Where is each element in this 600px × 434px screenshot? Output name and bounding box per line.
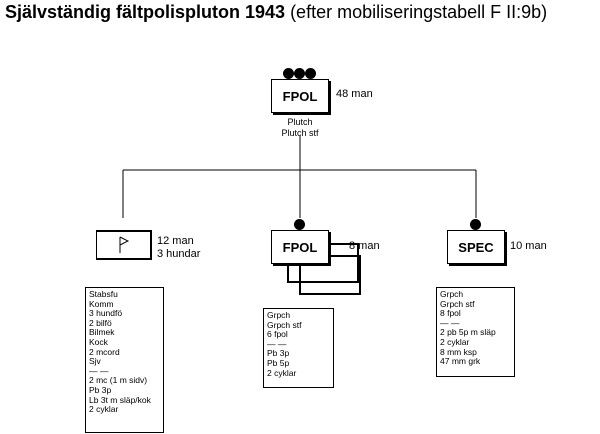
middle-unit-list: Grpch Grpch stf 6 fpol — — Pb 3p Pb 5p 2… [263, 308, 334, 388]
list-item: Pb 5p [267, 357, 290, 368]
list-item: Grpch stf [440, 298, 475, 309]
list-item: Grpch [440, 289, 464, 299]
list-item: Pb 3p [267, 348, 290, 359]
top-unit-sub: Plutch Plutch stf [260, 117, 340, 139]
list-item: 47 mm grk [440, 356, 481, 367]
top-unit-sub-line: Plutch [287, 117, 313, 127]
list-item: Sjv [89, 356, 101, 367]
list-item: 2 cyklar [267, 367, 297, 378]
list-item: Lb 3t m släp/kok [89, 394, 151, 405]
list-item: 8 fpol [440, 308, 461, 319]
title-main: Självständig fältpolispluton 1943 [5, 2, 286, 22]
list-item: 2 cyklar [89, 404, 119, 415]
top-unit-sub-line: Plutch stf [281, 128, 319, 138]
middle-unit-men: 8 man [349, 240, 380, 252]
list-item: Grpch stf [267, 319, 302, 330]
list-item: 6 fpol [267, 329, 288, 340]
list-item: — — [440, 317, 460, 328]
right-unit-symbol: SPEC [447, 230, 505, 264]
left-unit-symbol [96, 230, 152, 260]
list-item: 2 cyklar [440, 336, 470, 347]
list-item: Komm [89, 298, 114, 309]
list-item: 2 mcord [89, 346, 120, 357]
list-item: Grpch [267, 310, 291, 320]
list-item: Kock [89, 336, 108, 347]
left-unit-list: Stabsfu Komm 3 hundfö 2 bilfö Bilmek Koc… [85, 287, 164, 433]
rank-pip-right [470, 219, 481, 230]
title-subtitle: (efter mobiliseringstabell F II:9b) [285, 2, 548, 22]
list-item: Pb 3p [89, 384, 112, 395]
top-unit-men: 48 man [336, 88, 373, 100]
left-unit-strength: 12 man 3 hundar [157, 235, 200, 261]
top-unit-symbol: FPOL [271, 79, 329, 113]
rank-pip-2 [294, 68, 305, 79]
right-unit-symbol-text: SPEC [458, 239, 494, 255]
flag-icon [119, 236, 129, 253]
list-item: — — [267, 338, 287, 349]
list-item: — — [89, 365, 109, 376]
list-item: 2 mc (1 m sidv) [89, 375, 148, 386]
left-unit-dogs: 3 hundar [157, 248, 201, 260]
list-item: Stabsfu [89, 289, 118, 299]
list-item: Bilmek [89, 327, 115, 338]
page-title: Självständig fältpolispluton 1943 (efter… [5, 2, 547, 23]
left-unit-men: 12 man [157, 235, 194, 247]
list-item: 3 hundfö [89, 308, 123, 319]
right-unit-men: 10 man [510, 240, 547, 252]
list-item: 2 pb 5p m släp [440, 327, 496, 338]
rank-pip-3 [305, 68, 316, 79]
list-item: 8 mm ksp [440, 346, 477, 357]
right-unit-list: Grpch Grpch stf 8 fpol — — 2 pb 5p m slä… [436, 287, 515, 377]
top-unit-symbol-text: FPOL [282, 88, 318, 104]
rank-pip-1 [283, 68, 294, 79]
list-item: 2 bilfö [89, 317, 112, 328]
middle-unit-symbol-text: FPOL [282, 239, 318, 255]
middle-unit-symbol: FPOL [271, 230, 329, 264]
rank-pip-middle [294, 219, 305, 230]
